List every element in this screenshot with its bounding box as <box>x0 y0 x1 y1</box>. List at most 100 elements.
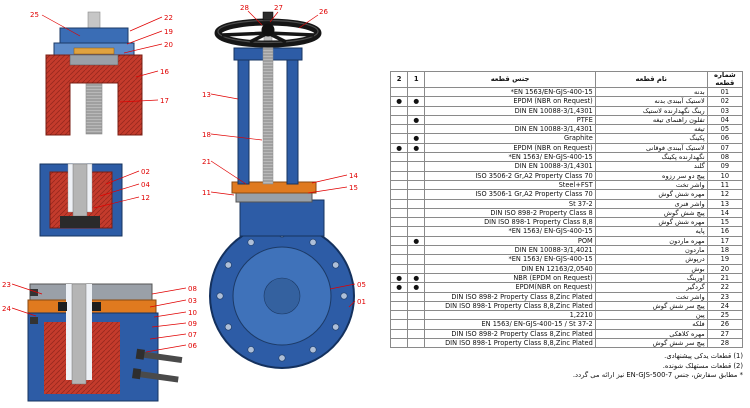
wear-dot-cell: ● <box>389 142 409 154</box>
table-row: 23 واشر تخت DIN ISO 898-2 Property Class… <box>389 291 744 302</box>
wear-dot-cell <box>389 124 409 135</box>
table-row: 03 رینگ نگهدارنده لاستیک DIN EN 10088-3/… <box>389 105 744 116</box>
table-row: 27 مهره کلاهکی DIN ISO 898-2 Property Cl… <box>389 328 744 340</box>
part-material-cell: *EN 1563/ EN-GJS-400-15 <box>424 226 596 237</box>
wear-dot-cell <box>389 161 409 172</box>
yoke-right-column <box>286 55 299 185</box>
part-number-cell: 22 <box>706 282 744 293</box>
stud-bolt-2 <box>131 368 179 383</box>
part-material-cell: ISO 3506-1 Gr,A2 Property Class 70 <box>424 189 596 200</box>
spare-dot-cell: ● <box>407 142 426 154</box>
table-row: 28 پیچ سر شش گوش DIN ISO 898-1 Property … <box>389 337 744 349</box>
part-name-cell: مهره شش گوش <box>594 217 708 228</box>
part-name-cell: واشر تخت <box>594 179 708 191</box>
wear-dot-cell <box>389 133 409 144</box>
table-row: 09 گلند DIN EN 10088-3/1,4301 <box>389 161 744 172</box>
wear-dot-cell <box>389 263 409 274</box>
spare-dot-cell <box>407 291 426 302</box>
spare-dot-cell <box>407 245 426 256</box>
part-material-cell: DIN ISO 898-2 Property Class 8 <box>424 207 596 219</box>
callout-04: 04 <box>141 181 150 189</box>
yoke-left-column <box>237 55 250 185</box>
spare-dot-cell <box>407 86 426 98</box>
spare-dot-cell <box>407 328 426 340</box>
header-part-name: نام قطعه <box>594 71 708 88</box>
spare-dot-cell: ● <box>407 96 426 107</box>
callout-20: 20 <box>164 41 173 49</box>
callout-07: 07 <box>188 331 197 339</box>
wear-dot-cell: ● <box>389 272 409 284</box>
table-row: 21 اورینگ NBR (EPDM on Request) ● ● <box>389 272 744 284</box>
footnote-1: (1) قطعات یدکی پیشنهادی. <box>664 352 743 361</box>
wear-dot-cell <box>389 254 409 265</box>
spare-dot-cell <box>407 189 426 200</box>
table-row: 16 پایه *EN 1563/ EN-GJS-400-15 <box>389 226 744 237</box>
wear-dot-cell: ● <box>389 96 409 107</box>
spare-dot-cell <box>407 263 426 274</box>
part-material-cell: DIN EN 10088-3/1,4301 <box>424 124 596 135</box>
stud-bolt-1 <box>135 348 183 364</box>
footnote-2: (2) قطعات مستهلک شونده. <box>662 361 743 370</box>
part-name-cell: واشر تخت <box>594 291 708 302</box>
spare-dot-cell <box>407 207 426 219</box>
spare-dot-cell <box>407 105 426 116</box>
table-row: 12 مهره شش گوش ISO 3506-1 Gr,A2 Property… <box>389 189 744 200</box>
part-name-cell: پین <box>594 310 708 321</box>
spare-dot-cell <box>407 337 426 349</box>
parts-table-panel: شماره قطعه نام قطعه جنس قطعه 1 2 01 بدنه… <box>389 71 744 381</box>
spare-dot-cell <box>407 124 426 135</box>
part-name-cell: پیچ سر شش گوش <box>594 337 708 349</box>
part-name-cell: لاستیک آببندی فوقانی <box>594 142 708 154</box>
part-material-cell: DIN ISO 898-2 Property Class 8,Zinc Plat… <box>424 328 596 340</box>
part-name-cell: رینگ نگهدارنده لاستیک <box>594 105 708 116</box>
callout-02: 02 <box>141 168 150 176</box>
part-name-cell: درپوش <box>594 254 708 265</box>
table-row: 25 پین 1,2210 <box>389 310 744 321</box>
valve-center-hub <box>263 277 301 315</box>
handwheel-cap-nut <box>262 11 274 21</box>
spare-dot-cell <box>407 198 426 209</box>
footnote-3: * مطابق سفارش، جنس EN-GJS-500-7 نیز ارائ… <box>572 371 743 380</box>
header-part-number: شماره قطعه <box>706 71 744 88</box>
header-col-1: 1 <box>407 71 426 88</box>
wear-dot-cell <box>389 207 409 219</box>
part-name-cell: مهره ماردون <box>594 235 708 247</box>
valve-assembly <box>209 11 355 369</box>
part-number-cell: 07 <box>706 142 744 154</box>
part-number-cell: 25 <box>706 310 744 321</box>
table-row: 02 لاستیک آببندی بدنه EPDM (NBR on Reque… <box>389 96 744 107</box>
part-number-cell: 01 <box>706 86 744 98</box>
spare-dot-cell <box>407 310 426 321</box>
spare-dot-cell <box>407 170 426 181</box>
wear-dot-cell <box>389 152 409 163</box>
wear-dot-cell <box>389 337 409 349</box>
header-col-2: 2 <box>389 71 409 88</box>
part-name-cell: پایه <box>594 226 708 237</box>
table-row: 22 گردگیر EPDM(NBR on Request) ● ● <box>389 282 744 293</box>
wear-dot-cell <box>389 300 409 312</box>
gland-flange-orange <box>231 181 317 194</box>
handwheel-hub <box>261 23 275 37</box>
part-number-cell: 05 <box>706 124 744 135</box>
table-row: 14 پیچ شش گوش DIN ISO 898-2 Property Cla… <box>389 207 744 219</box>
wear-dot-cell <box>389 114 409 126</box>
part-number-cell: 28 <box>706 337 744 349</box>
part-material-cell: 1,2210 <box>424 310 596 321</box>
part-material-cell: POM <box>424 235 596 247</box>
part-material-cell: NBR (EPDM on Request) <box>424 272 596 284</box>
part-number-cell: 09 <box>706 161 744 172</box>
part-name-cell: فلکه <box>594 319 708 330</box>
part-number-cell: 16 <box>706 226 744 237</box>
part-name-cell: مهره شش گوش <box>594 189 708 200</box>
bolt-head-bottom <box>30 317 38 324</box>
part-number-cell: 19 <box>706 254 744 265</box>
callout-23: 23 <box>2 281 11 289</box>
spare-dot-cell <box>407 254 426 265</box>
callout-18: 18 <box>202 131 211 139</box>
part-material-cell: DIN ISO 898-2 Property Class 8,Zinc Plat… <box>424 291 596 302</box>
spare-dot-cell: ● <box>407 114 426 126</box>
table-row: 24 پیچ سر شش گوش DIN ISO 898-1 Property … <box>389 300 744 312</box>
part-name-cell: تفلون راهنمای تیغه <box>594 114 708 126</box>
part-number-cell: 06 <box>706 133 744 144</box>
